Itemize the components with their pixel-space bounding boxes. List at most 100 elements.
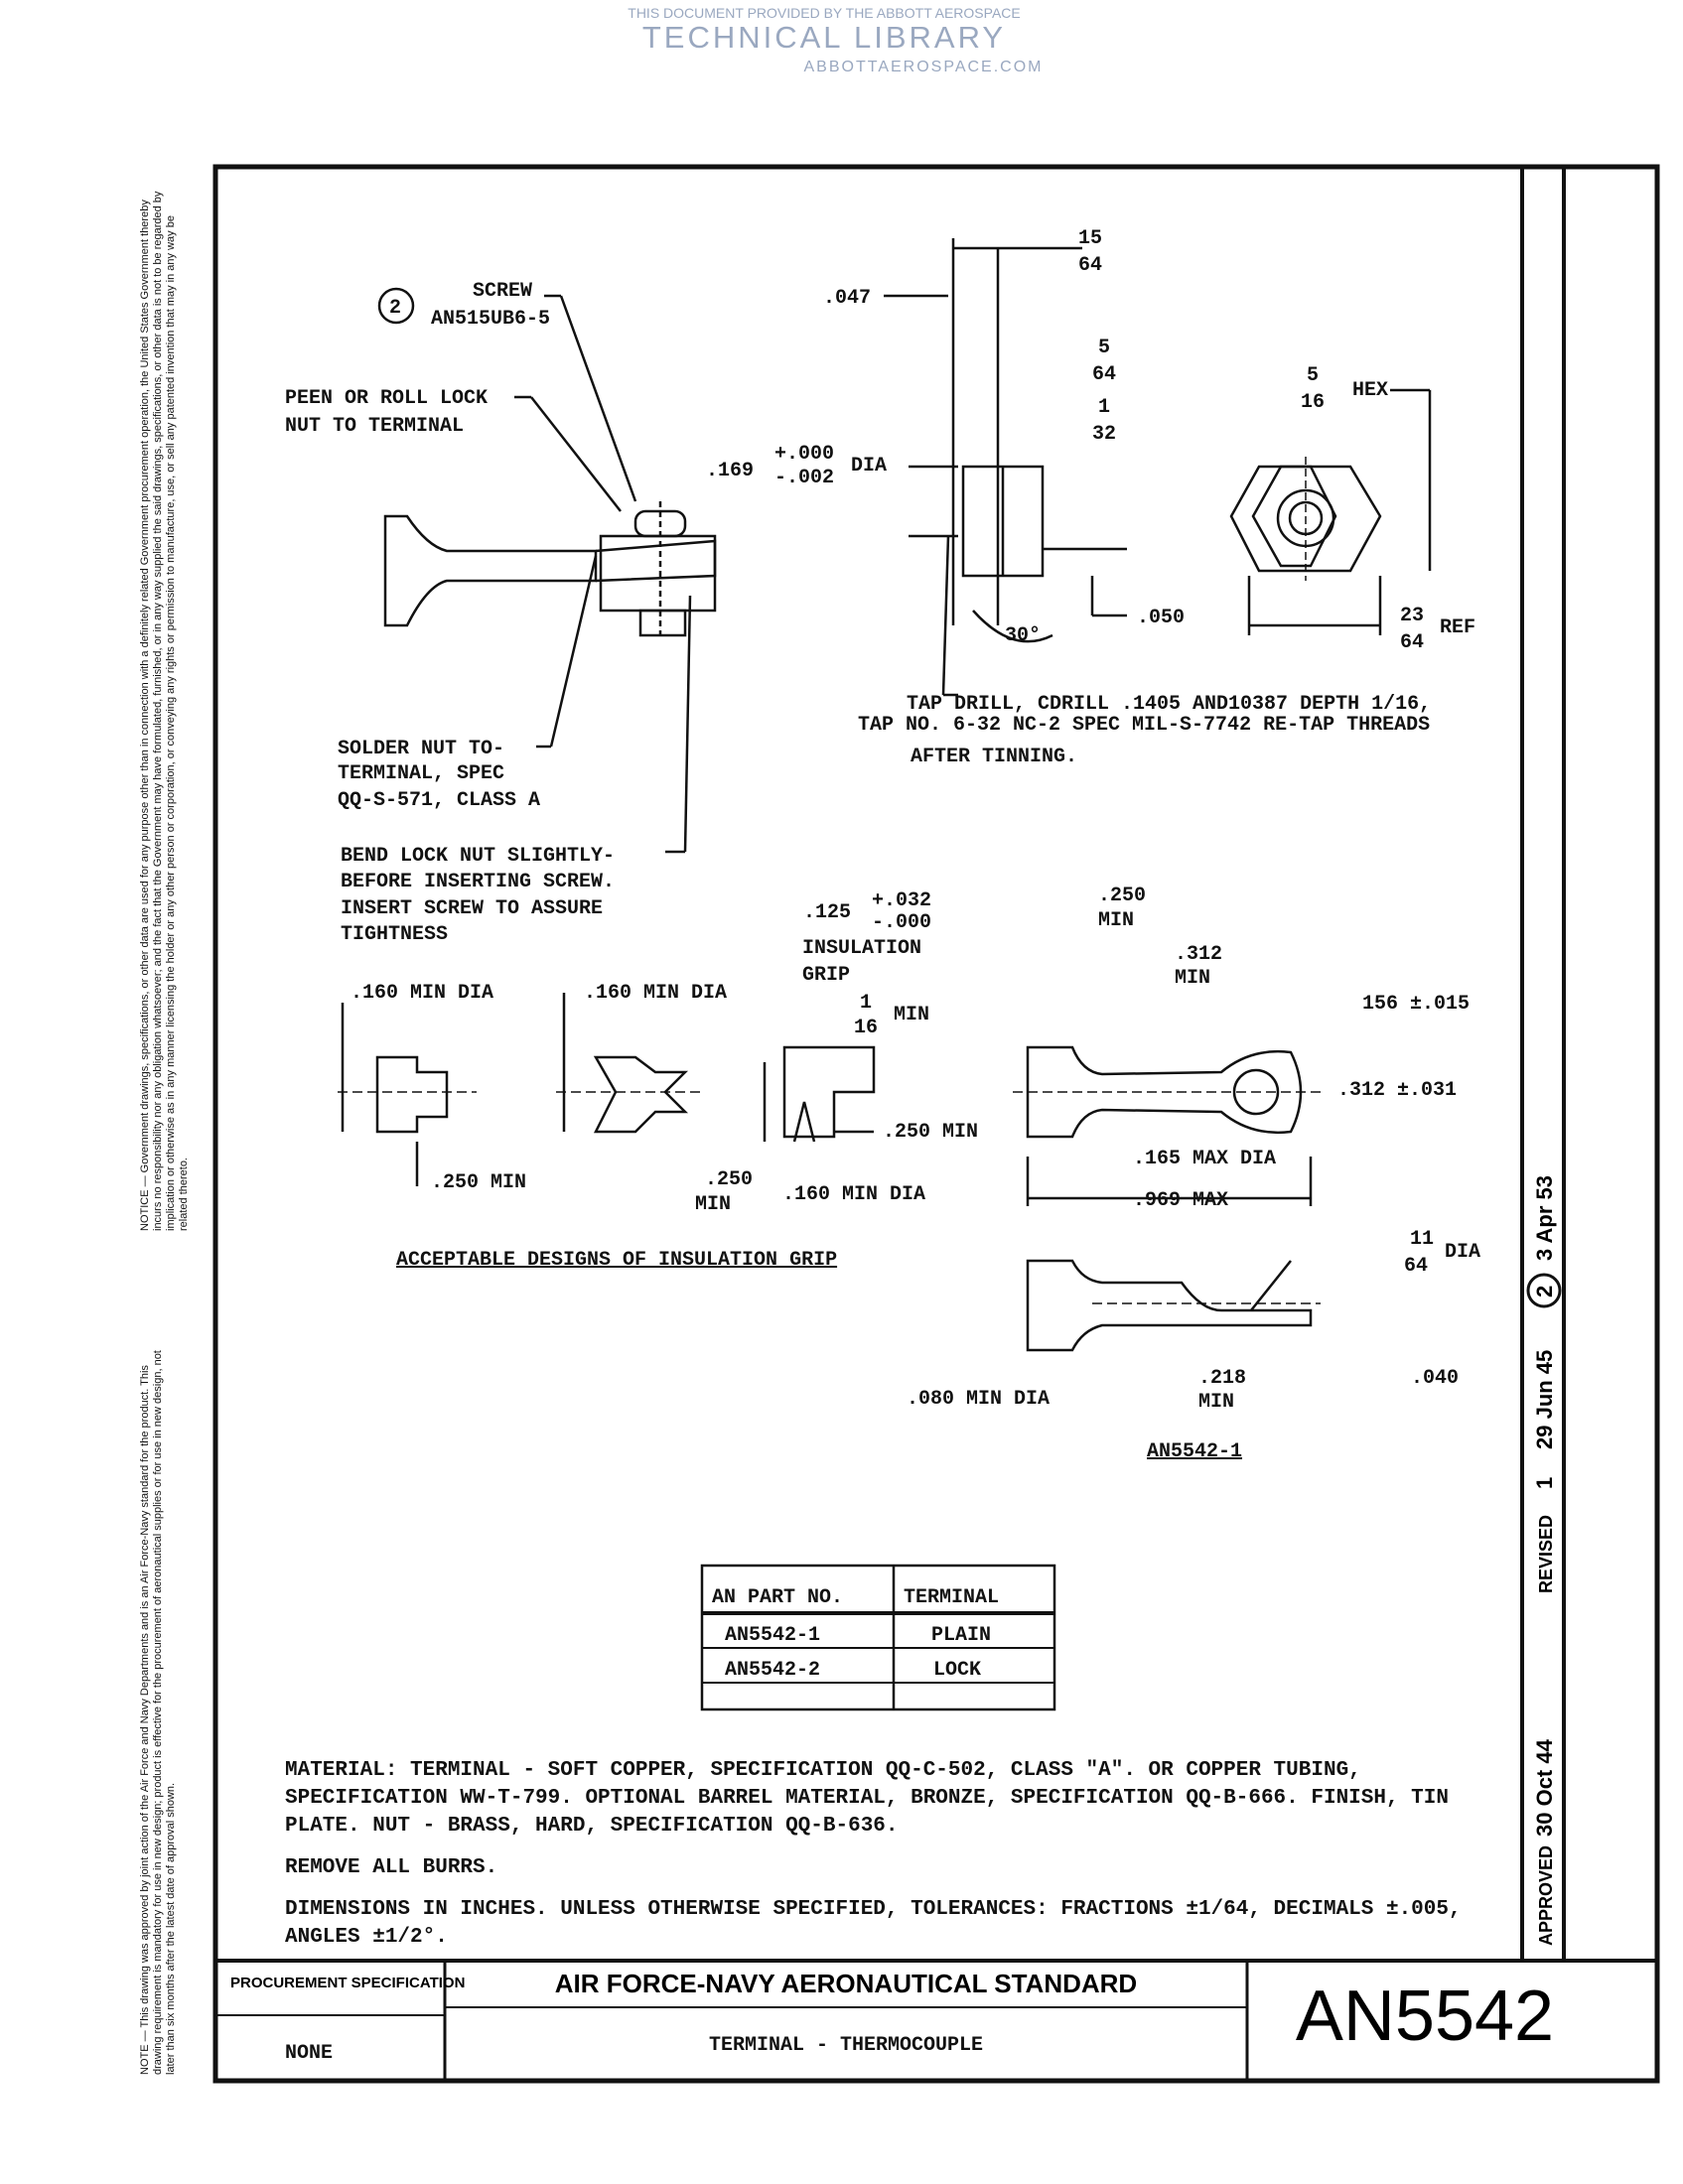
- dim-169-tol-plus: +.000: [774, 443, 834, 466]
- hex-nut-view: [1229, 388, 1432, 635]
- insulation-label: INSULATION: [802, 937, 921, 960]
- watermark-line1: THIS DOCUMENT PROVIDED BY THE ABBOTT AER…: [628, 5, 1020, 21]
- dim-080: .080 MIN DIA: [907, 1388, 1050, 1411]
- bend-note-3: INSERT SCREW TO ASSURE: [341, 897, 603, 920]
- solder-note-3: QQ-S-571, CLASS A: [338, 789, 540, 812]
- peen-note-1: PEEN OR ROLL LOCK: [285, 387, 488, 410]
- insulation-grip-designs: [338, 993, 876, 1186]
- bend-note-2: BEFORE INSERTING SCREW.: [341, 871, 615, 893]
- revision-circle-number: 2: [389, 297, 401, 320]
- parts-table: [700, 1564, 1056, 1711]
- hex-label: HEX: [1352, 379, 1388, 402]
- grip-dim-160-a: .160 MIN DIA: [351, 982, 493, 1005]
- screw-part-label: AN515UB6-5: [431, 308, 550, 331]
- dim-250-min-label: MIN: [1098, 909, 1134, 932]
- table-cell-terminal: LOCK: [933, 1659, 981, 1682]
- bend-note-4: TIGHTNESS: [341, 923, 448, 946]
- dim-30-deg: 30°: [1005, 624, 1041, 647]
- grip-dim-250-c-min: MIN: [695, 1193, 731, 1216]
- dim-218-min: MIN: [1198, 1391, 1234, 1414]
- dim-969: .969 MAX: [1133, 1189, 1228, 1212]
- dim-125-tol-minus: -.000: [872, 911, 931, 934]
- ref-label: REF: [1440, 616, 1475, 639]
- tap-note-1: TAP DRILL, CDRILL .1405 AND10387 DEPTH 1…: [907, 693, 1431, 716]
- revised-label: REVISED: [1536, 1515, 1556, 1593]
- dim-218: .218: [1198, 1367, 1246, 1390]
- grip-caption: ACCEPTABLE DESIGNS OF INSULATION GRIP: [396, 1249, 837, 1272]
- table-header-part-no: AN PART NO.: [712, 1586, 843, 1609]
- ref-64: 64: [1400, 631, 1424, 654]
- dim-165: .165 MAX DIA: [1133, 1148, 1276, 1170]
- dim-5: 5: [1098, 337, 1110, 359]
- border-frame: [212, 164, 1660, 2084]
- dim-64c: 64: [1404, 1255, 1428, 1278]
- solder-note-1: SOLDER NUT TO-: [338, 738, 504, 760]
- grip-label: GRIP: [802, 964, 850, 987]
- drawing-title: TERMINAL - THERMOCOUPLE: [709, 2034, 983, 2057]
- dim-64b: 64: [1092, 363, 1116, 386]
- table-cell-terminal: PLAIN: [931, 1624, 991, 1647]
- dim-11-dia: DIA: [1445, 1241, 1480, 1264]
- approved-date: 30 Oct 44: [1532, 1738, 1557, 1837]
- dim-312-min-label: MIN: [1175, 967, 1210, 990]
- dim-169: .169: [706, 460, 754, 482]
- dim-169-tol-minus: -.002: [774, 467, 834, 489]
- nut-section-view: [884, 238, 1127, 697]
- grip-dim-250-a: .250 MIN: [883, 1121, 978, 1144]
- tap-note-2: TAP NO. 6-32 NC-2 SPEC MIL-S-7742 RE-TAP…: [858, 714, 1430, 737]
- dim-156: 156 ±.015: [1362, 993, 1470, 1016]
- grip-min: MIN: [894, 1004, 929, 1026]
- material-note: MATERIAL: TERMINAL - SOFT COPPER, SPECIF…: [285, 1759, 1449, 1838]
- table-cell-part: AN5542-1: [725, 1624, 820, 1647]
- burrs-note: REMOVE ALL BURRS.: [285, 1856, 498, 1879]
- hex-16: 16: [1301, 391, 1325, 414]
- ref-23: 23: [1400, 605, 1424, 627]
- dim-250-min: .250: [1098, 885, 1146, 907]
- dim-312-tol: .312 ±.031: [1337, 1079, 1457, 1102]
- standard-title: AIR FORCE-NAVY AERONAUTICAL STANDARD: [555, 1969, 1137, 1998]
- tap-note-3: AFTER TINNING.: [911, 746, 1077, 768]
- margin-note: NOTE — This drawing was approved by join…: [139, 1350, 177, 2075]
- drawing-number: AN5542: [1296, 1977, 1554, 2056]
- an5542-1-caption: AN5542-1: [1147, 1440, 1242, 1463]
- dim-11: 11: [1410, 1228, 1434, 1251]
- dimensions-note: DIMENSIONS IN INCHES. UNLESS OTHERWISE S…: [285, 1898, 1462, 1949]
- terminal-assembly-view: [383, 294, 717, 854]
- grip-dim-160-b: .160 MIN DIA: [584, 982, 727, 1005]
- revision-circle: [377, 287, 415, 325]
- table-header-terminal: TERMINAL: [904, 1586, 999, 1609]
- dim-125: .125: [803, 901, 851, 924]
- grip-dim-250-b: .250 MIN: [431, 1171, 526, 1194]
- procurement-label: PROCUREMENT SPECIFICATION: [230, 1975, 465, 1991]
- table-cell-part: AN5542-2: [725, 1659, 820, 1682]
- dim-040: .040: [1411, 1367, 1459, 1390]
- dim-32: 32: [1092, 423, 1116, 446]
- dim-15: 15: [1078, 227, 1102, 250]
- dim-047: .047: [823, 287, 871, 310]
- watermark-line3: ABBOTTAEROSPACE.COM: [804, 59, 1044, 75]
- bend-note-1: BEND LOCK NUT SLIGHTLY-: [341, 845, 615, 868]
- revision-strip: APPROVED 30 Oct 44 REVISED 1 29 Jun 45 2…: [1526, 1175, 1562, 1946]
- terminal-plan-view: [1013, 1045, 1321, 1352]
- watermark-line2: TECHNICAL LIBRARY: [642, 20, 1006, 55]
- revision-1: 1: [1532, 1477, 1557, 1489]
- solder-note-2: TERMINAL, SPEC: [338, 762, 504, 785]
- grip-16: 16: [854, 1017, 878, 1039]
- dim-050: .050: [1137, 607, 1185, 629]
- dim-64a: 64: [1078, 254, 1102, 277]
- peen-note-2: NUT TO TERMINAL: [285, 415, 464, 438]
- approved-label: APPROVED: [1536, 1845, 1556, 1946]
- dim-1: 1: [1098, 396, 1110, 419]
- grip-dim-160-c: .160 MIN DIA: [782, 1183, 925, 1206]
- screw-label: SCREW: [473, 280, 532, 303]
- grip-dim-250-c: .250: [705, 1168, 753, 1191]
- dim-169-dia: DIA: [851, 455, 887, 478]
- grip-1: 1: [860, 992, 872, 1015]
- general-notes: MATERIAL: TERMINAL - SOFT COPPER, SPECIF…: [285, 1757, 1536, 1966]
- dim-125-tol-plus: +.032: [872, 889, 931, 912]
- revision-1-date: 29 Jun 45: [1532, 1350, 1557, 1449]
- margin-notice: NOTICE — Government drawings, specificat…: [139, 191, 190, 1231]
- dim-312-min: .312: [1175, 943, 1222, 966]
- revision-2-date: 3 Apr 53: [1532, 1175, 1557, 1261]
